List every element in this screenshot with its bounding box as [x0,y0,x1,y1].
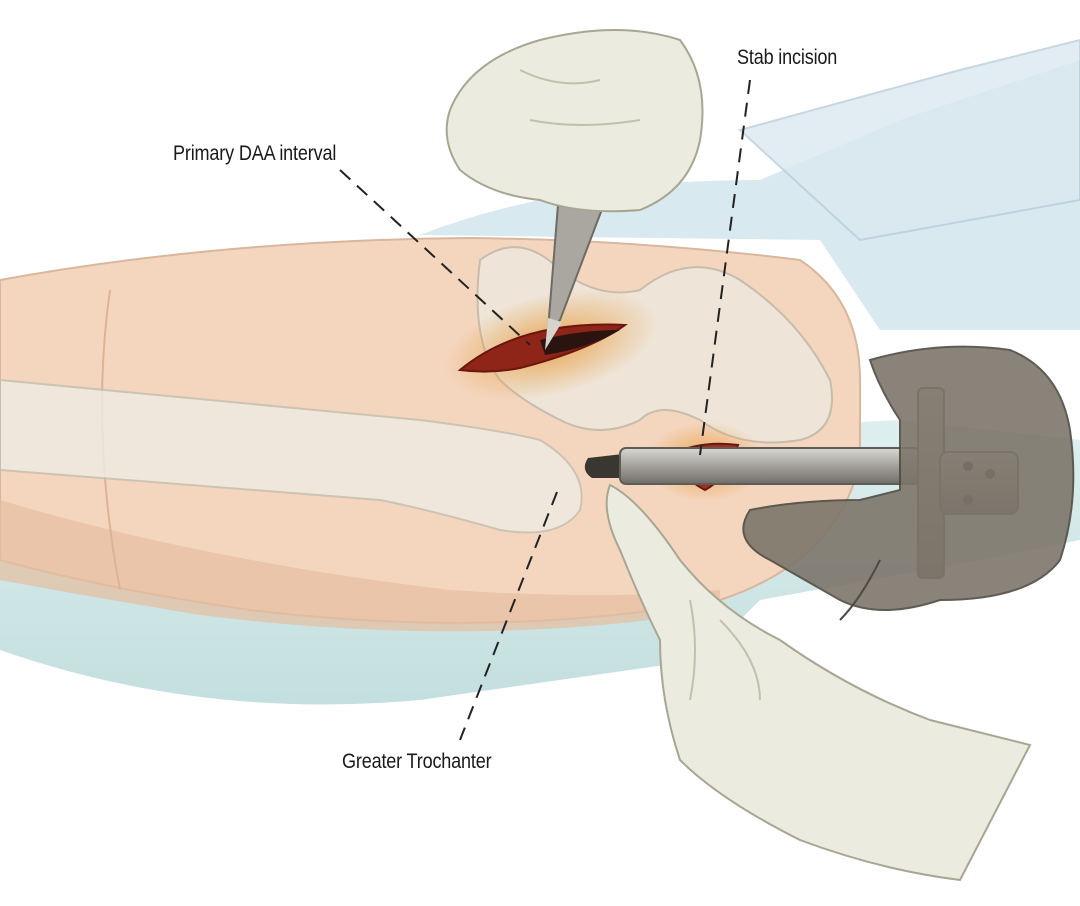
gloved-hand-icon [445,29,704,213]
label-primary-daa-interval: Primary DAA interval [173,142,337,165]
gloved-hand-icon [742,345,1075,611]
label-stab-incision: Stab incision [737,46,838,69]
drape-top-fold [737,38,1080,242]
gloved-hand-icon [605,483,1032,882]
label-greater-trochanter: Greater Trochanter [342,750,492,773]
femur-bone-icon [0,378,583,534]
leader-line-stab-incision [699,79,751,456]
leader-line-daa-interval [339,169,531,346]
thigh-shadow [0,500,720,632]
